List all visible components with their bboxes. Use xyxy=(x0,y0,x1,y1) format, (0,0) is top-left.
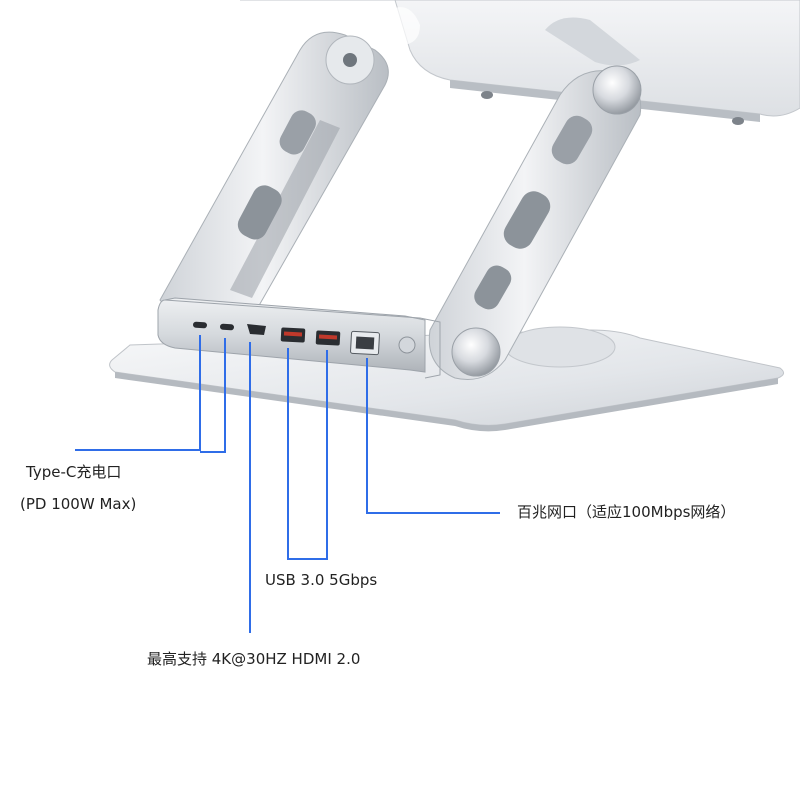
left-arm xyxy=(159,7,420,344)
port-usb-1 xyxy=(280,327,306,343)
callout-line-ethernet xyxy=(366,358,500,514)
port-typec-2 xyxy=(220,323,234,331)
right-arm xyxy=(428,65,642,380)
port-ethernet xyxy=(350,330,380,356)
port-typec-1 xyxy=(193,321,207,329)
port-usb-2 xyxy=(315,330,341,346)
hdmi-callout-label: 最高支持 4K@30HZ HDMI 2.0 xyxy=(147,650,361,668)
typec-callout-sublabel: (PD 100W Max) xyxy=(20,495,137,513)
callout-lines xyxy=(75,335,500,633)
callout-line-usb xyxy=(287,348,328,560)
ethernet-callout-label: 百兆网口（适应100Mbps网络） xyxy=(517,503,736,521)
callout-line-typec-2 xyxy=(200,338,226,453)
port-hdmi xyxy=(247,324,266,335)
usb-hub xyxy=(157,297,441,379)
typec-callout-label: Type-C充电口 xyxy=(26,463,122,481)
usb-callout-label: USB 3.0 5Gbps xyxy=(265,571,378,589)
callout-line-typec xyxy=(75,335,201,451)
